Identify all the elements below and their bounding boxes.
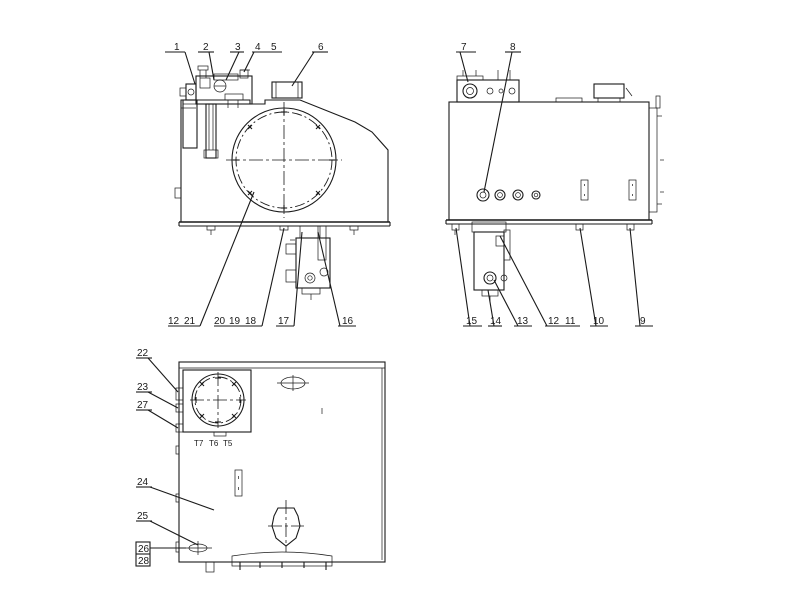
- callout-10: 10: [593, 316, 605, 327]
- side-level-gauge-1: [580, 179, 589, 201]
- front-view: [174, 65, 391, 300]
- callout-21: 21: [184, 316, 196, 327]
- side-port-2: [494, 189, 506, 201]
- callout-24: 24: [137, 477, 149, 488]
- callout-20: 20: [214, 316, 226, 327]
- callout-13: 13: [517, 316, 529, 327]
- side-view: [445, 70, 664, 302]
- callout-25: 25: [137, 511, 149, 522]
- callout-9: 9: [640, 316, 646, 327]
- callout-16: 16: [342, 316, 354, 327]
- callout-8: 8: [510, 42, 516, 53]
- label-t5: T5: [223, 439, 233, 448]
- front-breather: [271, 81, 303, 99]
- callout-3: 3: [235, 42, 241, 53]
- callout-19: 19: [229, 316, 241, 327]
- side-port-3: [512, 189, 524, 201]
- front-callout-labels: 1 2 3 4 5 6 12 21 20 19 18 17 16: [168, 42, 354, 327]
- callout-1: 1: [174, 42, 180, 53]
- side-tank-outline: [448, 101, 650, 221]
- front-view-leaders: [165, 51, 356, 327]
- top-level-gauge: [234, 469, 243, 497]
- callout-23: 23: [137, 382, 149, 393]
- callout-4: 4: [255, 42, 261, 53]
- side-view-leaders: [455, 51, 653, 327]
- label-t6: T6: [209, 439, 219, 448]
- callout-15: 15: [466, 316, 478, 327]
- side-port-1: [476, 188, 490, 202]
- side-manifold: [456, 79, 520, 103]
- top-tank-outline: [178, 361, 386, 563]
- callout-12-front: 12: [168, 316, 180, 327]
- side-port-4: [531, 190, 541, 200]
- callout-22: 22: [137, 348, 149, 359]
- callout-18: 18: [245, 316, 257, 327]
- top-accumulator: [271, 507, 301, 547]
- front-filler-assembly: [195, 75, 253, 105]
- callout-26: 26: [138, 544, 150, 555]
- side-pump-block: [473, 231, 505, 291]
- callout-6: 6: [318, 42, 324, 53]
- top-view-leaders: [135, 357, 215, 567]
- callout-11: 11: [565, 316, 576, 327]
- callout-5: 5: [271, 42, 277, 53]
- callout-2: 2: [203, 42, 209, 53]
- top-callout-labels: 22 23 27 24 25 26 28 T7 T6 T5: [137, 348, 233, 567]
- callout-27: 27: [137, 400, 149, 411]
- callout-12-side: 12: [548, 316, 560, 327]
- side-callout-labels: 7 8 15 14 13 12 11 10 9: [461, 42, 646, 327]
- front-tank-outline: [180, 99, 389, 223]
- side-level-gauge-2: [628, 179, 637, 201]
- top-view: [175, 361, 386, 573]
- callout-14: 14: [490, 316, 502, 327]
- callout-7: 7: [461, 42, 467, 53]
- callout-28: 28: [138, 556, 150, 567]
- label-t7: T7: [194, 439, 204, 448]
- callout-17: 17: [278, 316, 290, 327]
- front-filter-housing: [182, 99, 198, 149]
